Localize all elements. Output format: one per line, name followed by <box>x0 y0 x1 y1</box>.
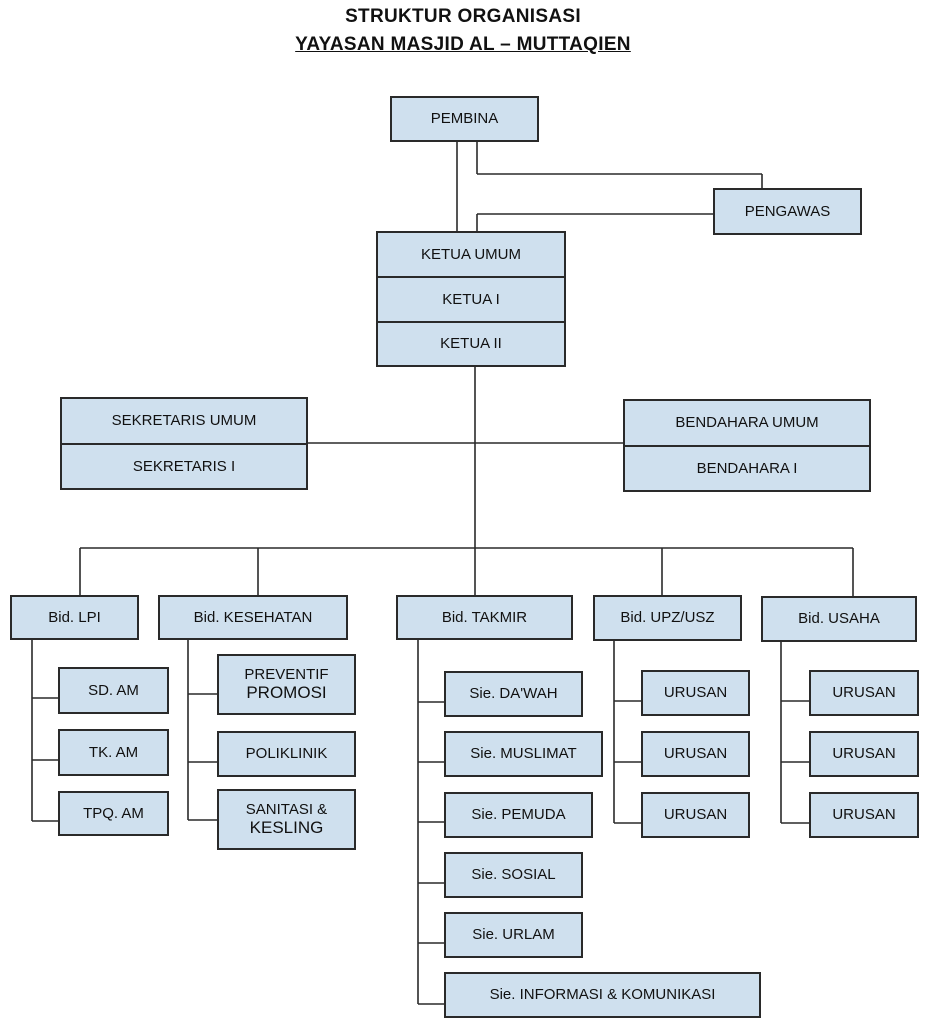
box-bid-takmir: Bid. TAKMIR <box>396 595 573 640</box>
box-ketua-umum: KETUA UMUM <box>376 231 566 278</box>
label-kes-promosi: PROMOSI <box>246 683 327 703</box>
chart-subtitle: YAYASAN MASJID AL – MUTTAQIEN <box>295 34 631 55</box>
box-upz-item: URUSAN <box>641 792 750 838</box>
label-takmir-item: Sie. MUSLIMAT <box>470 745 577 763</box>
label-bendahara-umum: BENDAHARA UMUM <box>675 414 819 432</box>
label-bid-takmir: Bid. TAKMIR <box>441 608 528 626</box>
box-takmir-item: Sie. SOSIAL <box>444 852 583 898</box>
label-kes-kesling: KESLING <box>249 818 324 838</box>
box-sekretaris-umum: SEKRETARIS UMUM <box>60 397 308 445</box>
label-ketua-1: KETUA I <box>442 290 500 308</box>
box-kesehatan-item: SANITASI & KESLING <box>217 789 356 850</box>
label-pembina: PEMBINA <box>430 110 499 128</box>
label-takmir-item: Sie. INFORMASI & KOMUNIKASI <box>489 986 716 1004</box>
label-kes-sanitasi: SANITASI & <box>245 801 328 819</box>
box-bid-kesehatan: Bid. KESEHATAN <box>158 595 348 640</box>
label-bid-kesehatan: Bid. KESEHATAN <box>193 608 313 626</box>
box-usaha-item: URUSAN <box>809 670 919 716</box>
box-upz-item: URUSAN <box>641 670 750 716</box>
box-takmir-item: Sie. PEMUDA <box>444 792 593 838</box>
box-kesehatan-item: POLIKLINIK <box>217 731 356 777</box>
box-takmir-item: Sie. MUSLIMAT <box>444 731 603 777</box>
label-sekretaris-1: SEKRETARIS I <box>132 457 236 475</box>
box-bendahara-umum: BENDAHARA UMUM <box>623 399 871 447</box>
label-bid-lpi: Bid. LPI <box>48 608 101 626</box>
label-upz-item: URUSAN <box>663 806 728 824</box>
label-sekretaris-umum: SEKRETARIS UMUM <box>111 412 257 430</box>
label-usaha-item: URUSAN <box>832 745 896 763</box>
label-lpi-item: TK. AM <box>88 743 139 761</box>
box-lpi-item: TPQ. AM <box>58 791 169 836</box>
box-ketua-1: KETUA I <box>376 276 566 323</box>
chart-title: STRUKTUR ORGANISASI <box>345 6 581 27</box>
label-ketua-umum: KETUA UMUM <box>420 245 521 263</box>
box-upz-item: URUSAN <box>641 731 750 777</box>
label-usaha-item: URUSAN <box>832 684 896 702</box>
label-upz-item: URUSAN <box>663 745 728 763</box>
label-bid-usaha: Bid. USAHA <box>798 610 880 628</box>
label-kes-preventif: PREVENTIF <box>244 666 329 684</box>
box-bid-lpi: Bid. LPI <box>10 595 139 640</box>
label-usaha-item: URUSAN <box>832 806 896 824</box>
box-takmir-item: Sie. INFORMASI & KOMUNIKASI <box>444 972 761 1018</box>
box-bendahara-1: BENDAHARA I <box>623 445 871 492</box>
label-ketua-2: KETUA II <box>440 335 502 353</box>
box-bid-upz: Bid. UPZ/USZ <box>593 595 742 641</box>
label-bid-upz: Bid. UPZ/USZ <box>620 609 715 627</box>
label-kes-poliklinik: POLIKLINIK <box>245 745 328 763</box>
box-usaha-item: URUSAN <box>809 792 919 838</box>
box-takmir-item: Sie. DA'WAH <box>444 671 583 717</box>
box-pengawas: PENGAWAS <box>713 188 862 235</box>
box-lpi-item: SD. AM <box>58 667 169 714</box>
label-pengawas: PENGAWAS <box>744 202 831 220</box>
label-takmir-item: Sie. SOSIAL <box>471 866 556 884</box>
label-takmir-item: Sie. PEMUDA <box>471 806 566 824</box>
label-takmir-item: Sie. DA'WAH <box>469 685 558 703</box>
box-usaha-item: URUSAN <box>809 731 919 777</box>
label-lpi-item: SD. AM <box>88 681 139 699</box>
box-takmir-item: Sie. URLAM <box>444 912 583 958</box>
box-pembina: PEMBINA <box>390 96 539 142</box>
box-bid-usaha: Bid. USAHA <box>761 596 917 642</box>
label-bendahara-1: BENDAHARA I <box>696 459 798 477</box>
box-sekretaris-1: SEKRETARIS I <box>60 443 308 490</box>
box-lpi-item: TK. AM <box>58 729 169 776</box>
box-ketua-2: KETUA II <box>376 321 566 367</box>
label-lpi-item: TPQ. AM <box>83 804 144 822</box>
label-upz-item: URUSAN <box>663 684 728 702</box>
label-takmir-item: Sie. URLAM <box>472 926 555 944</box>
box-kesehatan-item: PREVENTIF PROMOSI <box>217 654 356 715</box>
